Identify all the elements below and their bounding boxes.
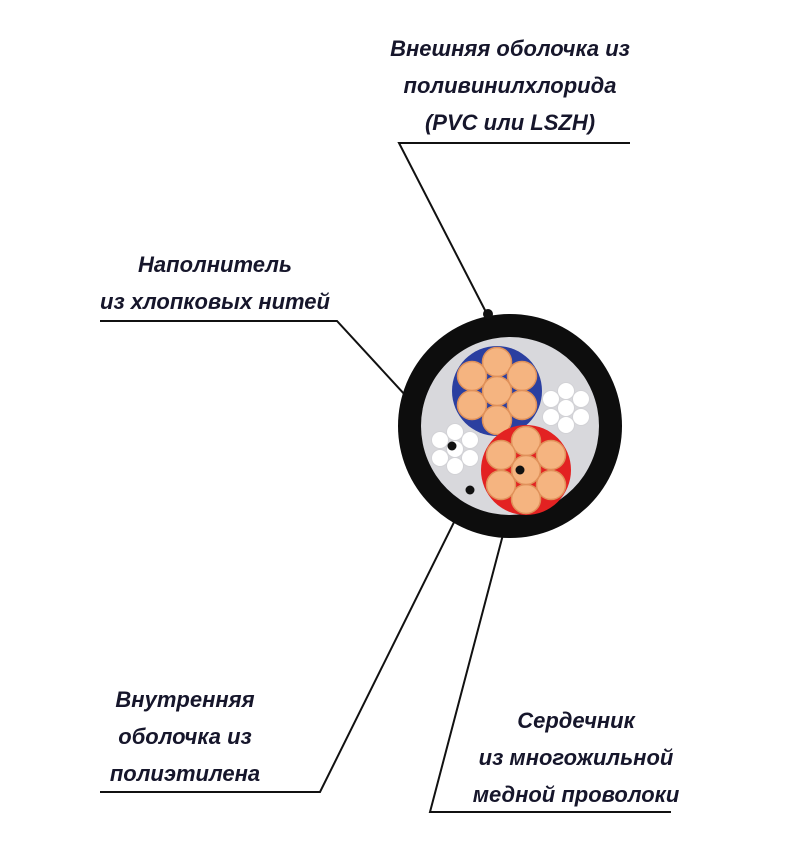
leader-dot-inner-sheath <box>465 485 475 495</box>
leader-dot-filler <box>447 441 457 451</box>
label-core: Сердечник из многожильной медной проволо… <box>472 708 680 807</box>
cotton-filler-right <box>542 382 590 434</box>
leader-dot-core <box>515 465 525 475</box>
label-inner-sheath: Внутренняя оболочка из полиэтилена <box>109 687 261 786</box>
leader-line-inner-sheath <box>100 489 471 793</box>
copper-strands-blue <box>456 346 538 436</box>
label-filler: Наполнитель из хлопковых нитей <box>100 252 330 314</box>
copper-strands-red <box>485 425 567 515</box>
label-outer-sheath: Внешняя оболочка из поливинилхлорида (PV… <box>390 36 630 135</box>
leader-line-outer-sheath <box>397 142 630 317</box>
red-conductor <box>481 425 571 515</box>
leader-dot-outer-sheath <box>483 309 493 319</box>
leader-line-core <box>428 469 671 813</box>
blue-conductor <box>452 346 542 436</box>
